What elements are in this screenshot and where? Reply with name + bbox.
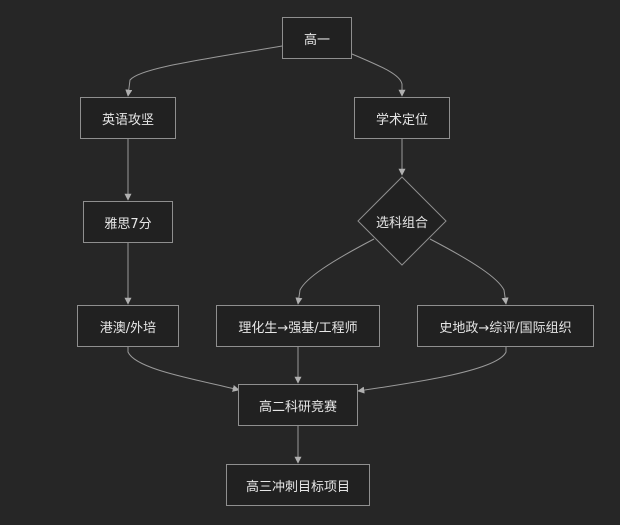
edge-root-academic	[351, 53, 406, 97]
node-ielts-7: 雅思7分	[83, 201, 173, 243]
edge-root-english	[125, 45, 283, 97]
edge-choice-sci	[295, 238, 375, 305]
decision-diamond-shape	[357, 176, 447, 266]
node-grade1: 高一	[282, 17, 352, 59]
node-english-intensive: 英语攻坚	[80, 97, 176, 139]
node-academic-positioning: 学术定位	[354, 97, 450, 139]
node-grade3-sprint: 高三冲刺目标项目	[226, 464, 370, 506]
node-science-track: 理化生→强基/工程师	[216, 305, 380, 347]
node-grade2-research: 高二科研竞赛	[238, 384, 358, 426]
node-hk-macau-overseas: 港澳/外培	[77, 305, 179, 347]
subject-choice-label: 选科组合	[375, 215, 428, 231]
edge-hk-grade2	[127, 346, 240, 392]
node-humanities-track: 史地政→综评/国际组织	[417, 305, 594, 347]
edge-choice-arts	[429, 238, 509, 305]
edge-arts-grade2	[357, 346, 507, 394]
node-subject-choice: 选科组合	[357, 176, 447, 266]
